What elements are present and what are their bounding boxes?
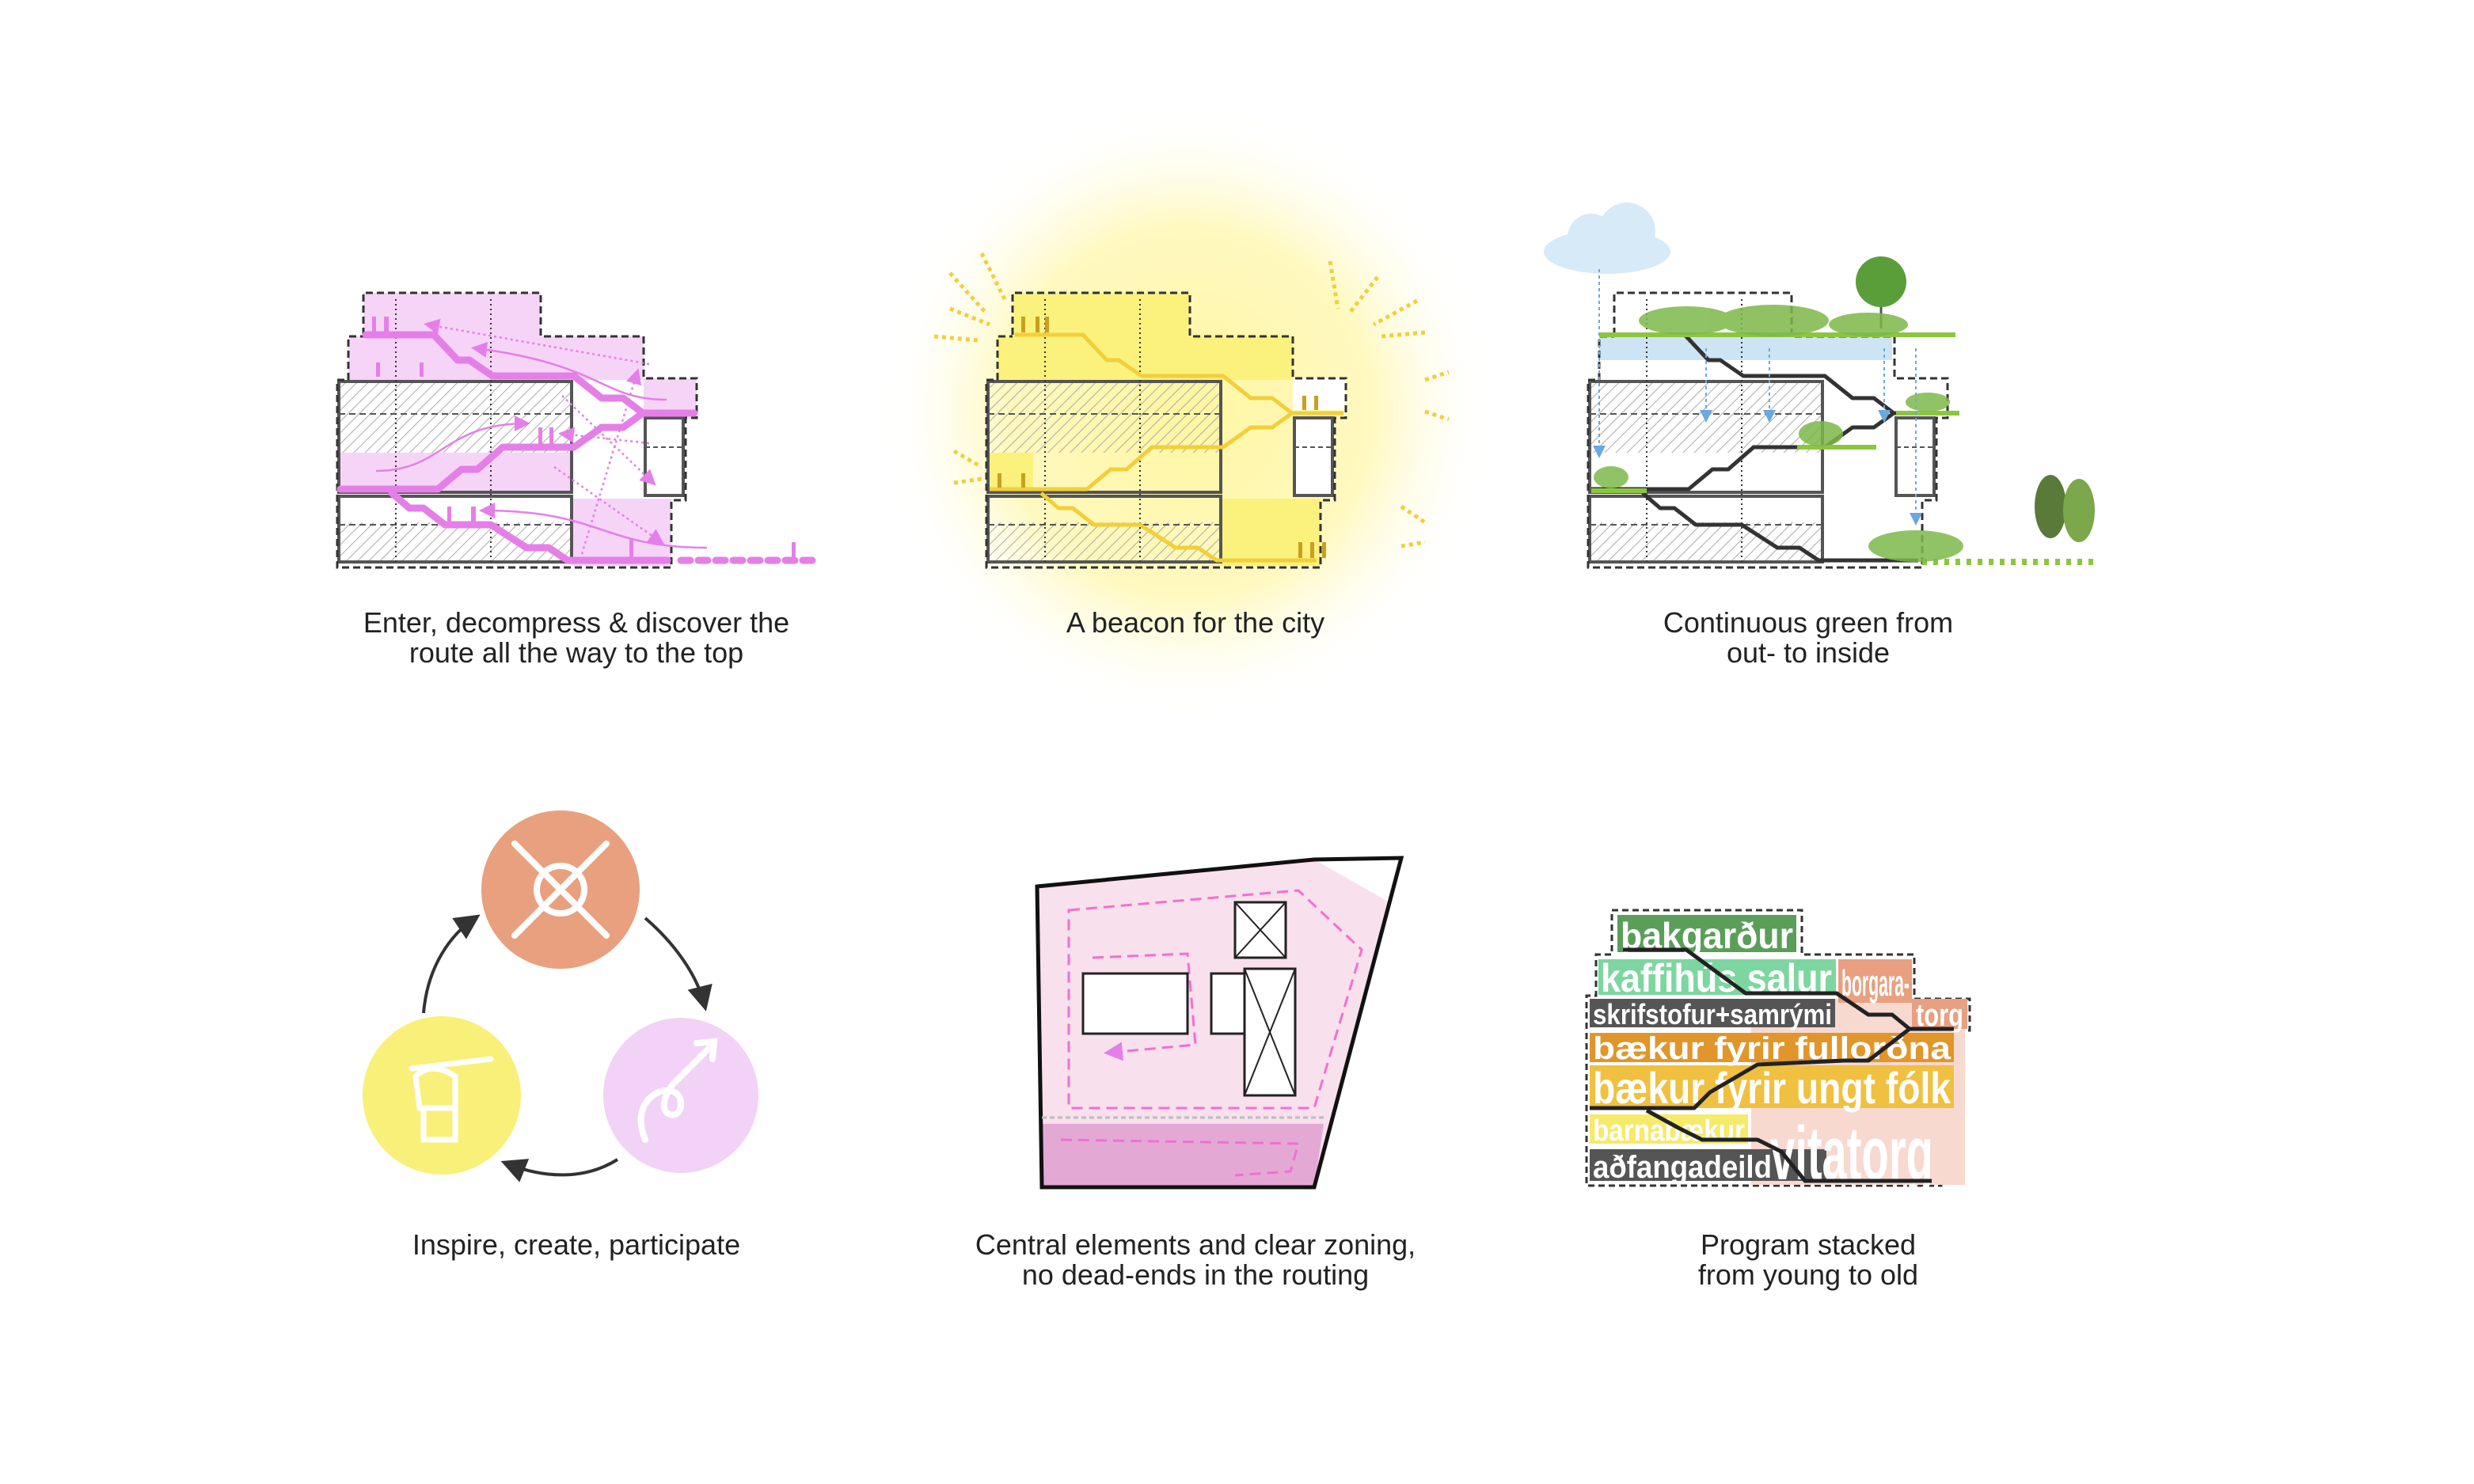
program-logistics: aðfangadeild bbox=[1593, 1150, 1772, 1185]
caption-line: Central elements and clear zoning, bbox=[975, 1228, 1416, 1261]
caption-line: out- to inside bbox=[1726, 636, 1891, 669]
program-civic-1: borgara- bbox=[1841, 962, 1910, 1004]
caption-line: Inspire, create, participate bbox=[412, 1228, 741, 1261]
people-icon bbox=[372, 317, 796, 558]
program-offices: skrifstofur+samrými bbox=[1593, 998, 1832, 1030]
caption-line: Continuous green from bbox=[1663, 606, 1954, 639]
trees-icon bbox=[2035, 475, 2095, 542]
diagram-cycle bbox=[363, 810, 758, 1182]
caption-cycle: Inspire, create, participate bbox=[260, 1230, 893, 1260]
caption-line: Enter, decompress & discover the bbox=[363, 606, 790, 639]
program-children-books: barnabækur bbox=[1593, 1114, 1745, 1148]
program-beacon-square: vitatorg bbox=[1770, 1111, 1933, 1196]
program-adult-books: bækur fyrir fullorðna bbox=[1593, 1031, 1951, 1066]
program-youth-books: bækur fyrir ungt fólk bbox=[1593, 1063, 1951, 1113]
diagram-green-section bbox=[1544, 203, 2098, 569]
tree-icon bbox=[1856, 256, 1906, 307]
caption-line: no dead-ends in the routing bbox=[1021, 1258, 1370, 1291]
diagram-program-stack: þakgarður kaffihús salur borgara- torg s… bbox=[1585, 909, 1971, 1196]
diagram-route-section bbox=[336, 291, 819, 569]
cloud-icon bbox=[1544, 203, 1670, 274]
caption-line: Program stacked bbox=[1700, 1228, 1917, 1261]
caption-line: route all the way to the top bbox=[409, 636, 744, 669]
diagram-plan bbox=[1035, 856, 1404, 1190]
hand-pen-icon bbox=[363, 1016, 521, 1175]
caption-line: A beacon for the city bbox=[1066, 606, 1325, 639]
caption-beacon: A beacon for the city bbox=[879, 608, 1512, 638]
caption-zoning: Central elements and clear zoning,no dea… bbox=[879, 1230, 1512, 1290]
caption-line: from young to old bbox=[1697, 1258, 1919, 1291]
diagram-beacon-section bbox=[879, 103, 1496, 720]
